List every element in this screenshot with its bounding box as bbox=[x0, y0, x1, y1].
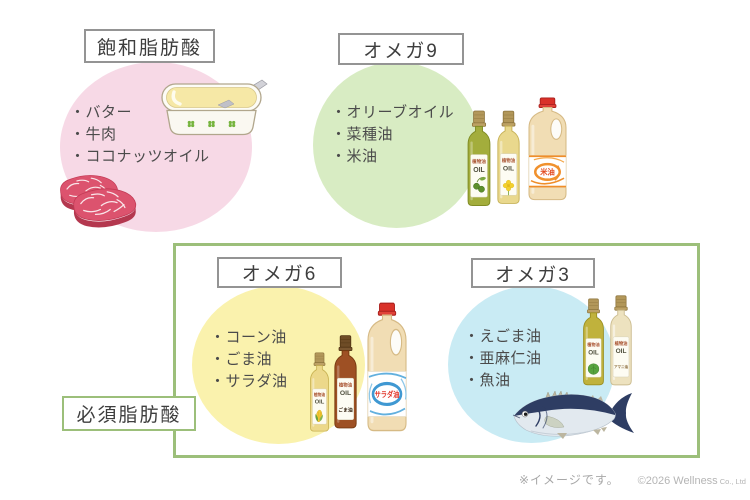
perilla-oil-bottle-icon: 植物油 OIL bbox=[583, 298, 604, 386]
omega9-item-list: オリーブオイル 菜種油 米油 bbox=[331, 102, 454, 168]
olive-icon bbox=[473, 176, 486, 193]
bottle-label-text: サラダ油 bbox=[375, 389, 400, 399]
bottle-label-text: OIL bbox=[616, 348, 627, 355]
list-item: サラダ油 bbox=[210, 371, 288, 393]
copyright-suffix: Co., Ltd bbox=[719, 477, 746, 486]
rice-oil-bottle-icon: 米油 bbox=[528, 97, 567, 201]
bottle-label-text: OIL bbox=[340, 390, 351, 397]
bottle-label-text: OIL bbox=[503, 166, 514, 173]
flaxseed-oil-bottle-icon: 植物油 OIL アマニ油 bbox=[610, 295, 632, 386]
bottle-label-text: OIL bbox=[588, 349, 599, 356]
omega3-label: オメガ3 bbox=[471, 258, 595, 288]
omega6-label: オメガ6 bbox=[217, 257, 342, 288]
saturated-label: 飽和脂肪酸 bbox=[84, 29, 215, 63]
image-disclaimer: ※イメージです。 bbox=[519, 473, 620, 487]
list-item: 菜種油 bbox=[331, 124, 454, 146]
bottle-label-text: 植物油 bbox=[313, 392, 326, 397]
sesame-oil-bottle-icon: 植物油 OIL ごま油 bbox=[334, 335, 357, 429]
bottle-label-text: 植物油 bbox=[614, 340, 629, 347]
list-item: オリーブオイル bbox=[331, 102, 454, 124]
bottle-label-text: アマニ油 bbox=[614, 364, 629, 369]
beef-steaks-icon bbox=[60, 175, 137, 228]
list-item: 魚油 bbox=[464, 370, 542, 392]
corn-oil-bottle-icon: 植物油 OIL bbox=[310, 352, 329, 432]
list-item: 牛肉 bbox=[70, 124, 210, 146]
salad-oil-bottle-icon: サラダ油 bbox=[367, 302, 407, 432]
list-item: ごま油 bbox=[210, 349, 288, 371]
list-item: ココナッツオイル bbox=[70, 146, 210, 168]
corn-icon bbox=[315, 409, 324, 423]
olive-oil-bottle-icon: 植物油 OIL bbox=[467, 110, 491, 207]
list-item: コーン油 bbox=[210, 327, 288, 349]
bottle-label-text: OIL bbox=[473, 167, 485, 174]
omega3-item-list: えごま油 亜麻仁油 魚油 bbox=[464, 326, 542, 392]
omega6-item-list: コーン油 ごま油 サラダ油 bbox=[210, 327, 288, 393]
bottle-label-text: 植物油 bbox=[501, 157, 516, 164]
bottle-label-text: ごま油 bbox=[338, 407, 353, 414]
canola-flower-icon bbox=[502, 180, 515, 196]
list-item: えごま油 bbox=[464, 326, 542, 348]
list-item: 亜麻仁油 bbox=[464, 348, 542, 370]
bottle-label-text: 植物油 bbox=[586, 341, 599, 347]
list-item: 米油 bbox=[331, 146, 454, 168]
saturated-item-list: バター 牛肉 ココナッツオイル bbox=[70, 102, 210, 168]
canola-oil-bottle-icon: 植物油 OIL bbox=[497, 110, 520, 204]
bottle-label-text: 米油 bbox=[540, 168, 555, 177]
bottle-label-text: 植物油 bbox=[338, 381, 353, 388]
essential-group-outline bbox=[173, 243, 700, 458]
essential-label: 必須脂肪酸 bbox=[62, 396, 196, 431]
omega9-label: オメガ9 bbox=[338, 33, 464, 65]
bottle-handle bbox=[389, 328, 403, 356]
bottle-label-text: 植物油 bbox=[471, 158, 486, 165]
bottle-label-text: OIL bbox=[315, 399, 325, 405]
perilla-leaf-icon bbox=[587, 363, 600, 375]
tuna-fish-icon bbox=[512, 390, 634, 439]
list-item: バター bbox=[70, 102, 210, 124]
bottle-handle bbox=[550, 118, 563, 140]
